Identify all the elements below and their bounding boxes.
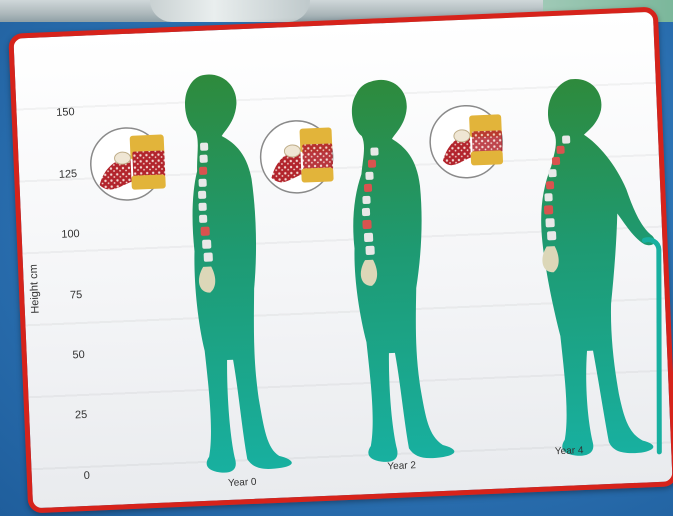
background-hand (150, 0, 310, 22)
figure-year-4 (535, 76, 667, 457)
osteoporosis-diagram-card: 150 125 100 75 50 25 0 Height cm (8, 7, 673, 514)
figures-illustration (13, 12, 672, 508)
thinning-bone-icon (259, 119, 334, 194)
osteoporotic-bone-icon (429, 104, 504, 179)
cane (644, 239, 667, 452)
healthy-bone-icon (89, 126, 166, 201)
